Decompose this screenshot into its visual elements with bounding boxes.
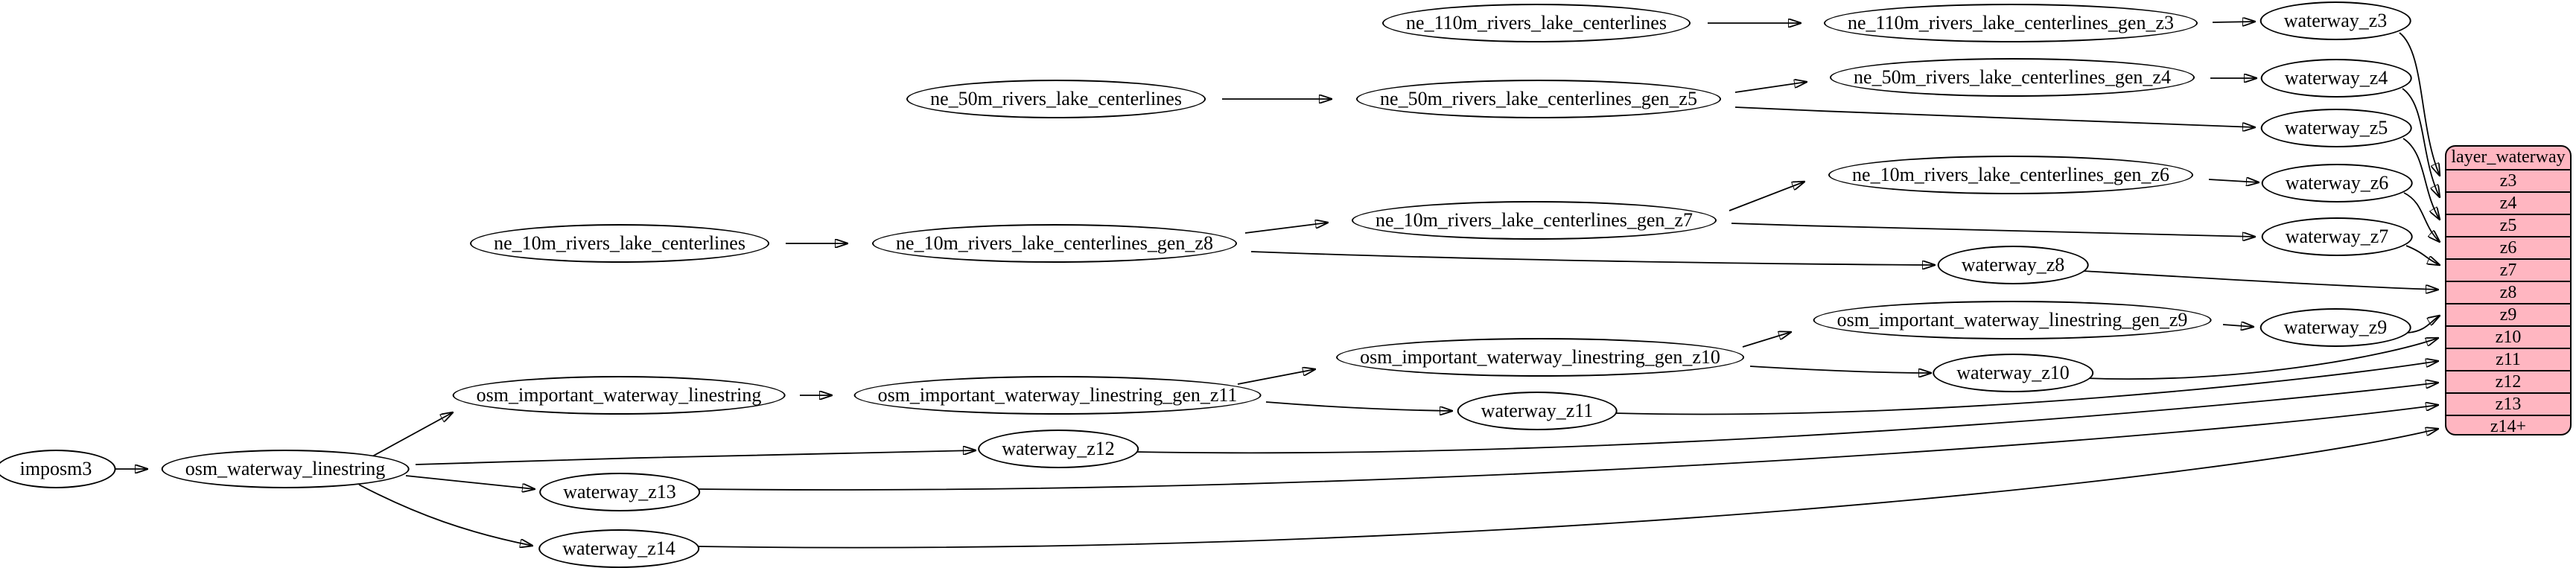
edge-waterway_z14-to-row-z14 (696, 429, 2438, 549)
table-row-z3: z3 (2446, 169, 2570, 191)
edge-waterway_z10-to-row-z10 (2084, 338, 2438, 380)
node-ne_110m_rivers_lake_centerlines_gen_z3: ne_110m_rivers_lake_centerlines_gen_z3 (1824, 4, 2198, 42)
node-ne_10m_rivers_lake_centerlines_gen_z8: ne_10m_rivers_lake_centerlines_gen_z8 (872, 224, 1237, 263)
node-osm_important_waterway_linestring_gen_z10: osm_important_waterway_linestring_gen_z1… (1336, 338, 1744, 377)
table-row-z11: z11 (2446, 348, 2570, 370)
edge-waterway_z6-to-row-z6 (2403, 192, 2440, 242)
edge-waterway_z5-to-row-z5 (2402, 138, 2440, 220)
node-waterway_z11: waterway_z11 (1457, 392, 1618, 430)
edge-waterway_z13-to-row-z13 (697, 405, 2438, 491)
table-row-z6: z6 (2446, 236, 2570, 258)
node-osm_waterway_linestring: osm_waterway_linestring (161, 450, 410, 488)
edge-waterway_z9-to-row-z9 (2407, 316, 2440, 334)
edge-gen_z11-to-gen_z10 (1237, 369, 1315, 385)
node-osm_important_waterway_linestring_gen_z9: osm_important_waterway_linestring_gen_z9 (1813, 301, 2212, 339)
node-ne_10m_rivers_lake_centerlines: ne_10m_rivers_lake_centerlines (470, 224, 769, 263)
node-waterway_z10: waterway_z10 (1933, 354, 2093, 392)
edge-gen_z10-to-waterway_z10 (1749, 366, 1931, 373)
edge-gen_z8-to-waterway_z8 (1250, 251, 1935, 265)
edge-gen_z5-to-waterway_z5 (1734, 106, 2255, 127)
table-row-z9: z9 (2446, 303, 2570, 325)
node-waterway_z6: waterway_z6 (2261, 164, 2413, 202)
edge-osm_waterway_linestring-to-waterway_z12 (415, 450, 976, 465)
table-row-z12: z12 (2446, 370, 2570, 392)
node-imposm3: imposm3 (0, 450, 116, 488)
edge-waterway_z7-to-row-z7 (2405, 245, 2440, 265)
edge-waterway_z11-to-row-z11 (1614, 361, 2438, 415)
layer-waterway-table-title: layer_waterway (2451, 147, 2566, 167)
table-row-z5: z5 (2446, 214, 2570, 236)
table-row-z13: z13 (2446, 392, 2570, 415)
edge-waterway_z8-to-row-z8 (2082, 270, 2438, 290)
edge-osm_waterway_linestring-to-waterway_z13 (405, 475, 535, 489)
table-row-z10: z10 (2446, 325, 2570, 348)
node-osm_important_waterway_linestring: osm_important_waterway_linestring (452, 376, 786, 415)
node-ne_10m_rivers_lake_centerlines_gen_z6: ne_10m_rivers_lake_centerlines_gen_z6 (1828, 156, 2193, 194)
edge-gen_z10-to-gen_z9 (1742, 332, 1791, 348)
edge-gen_z5-to-gen_z4 (1734, 82, 1807, 93)
node-waterway_z8: waterway_z8 (1937, 246, 2089, 284)
edge-gen_z7-to-waterway_z7 (1731, 223, 2255, 237)
node-waterway_z12: waterway_z12 (978, 430, 1139, 468)
edge-gen_z6-to-waterway_z6 (2208, 179, 2259, 182)
edge-waterway_z4-to-row-z4 (2402, 88, 2440, 197)
node-waterway_z13: waterway_z13 (539, 473, 700, 511)
edge-gen_z9-to-waterway_z9 (2222, 325, 2254, 327)
edge-osm_waterway_linestring-to-osm_important_waterway_linestring (372, 412, 453, 457)
table-row-z7: z7 (2446, 258, 2570, 281)
node-ne_50m_rivers_lake_centerlines_gen_z5: ne_50m_rivers_lake_centerlines_gen_z5 (1356, 80, 1721, 118)
node-ne_50m_rivers_lake_centerlines: ne_50m_rivers_lake_centerlines (906, 80, 1206, 118)
node-ne_110m_rivers_lake_centerlines: ne_110m_rivers_lake_centerlines (1382, 4, 1691, 42)
node-waterway_z7: waterway_z7 (2261, 217, 2413, 256)
edge-gen_z8-to-gen_z7 (1244, 223, 1328, 234)
node-waterway_z9: waterway_z9 (2259, 308, 2411, 347)
node-ne_50m_rivers_lake_centerlines_gen_z4: ne_50m_rivers_lake_centerlines_gen_z4 (1830, 58, 2195, 97)
node-waterway_z5: waterway_z5 (2260, 109, 2412, 147)
node-waterway_z14: waterway_z14 (538, 529, 699, 568)
edge-waterway_z3-to-row-z3 (2399, 32, 2440, 176)
node-ne_10m_rivers_lake_centerlines_gen_z7: ne_10m_rivers_lake_centerlines_gen_z7 (1352, 201, 1717, 240)
table-row-z14: z14+ (2446, 415, 2570, 434)
table-row-z4: z4 (2446, 191, 2570, 214)
node-osm_important_waterway_linestring_gen_z11: osm_important_waterway_linestring_gen_z1… (853, 376, 1262, 415)
layer-waterway-table: layer_waterway z3 z4 z5 z6 z7 z8 z9 z10 … (2445, 145, 2572, 435)
edge-waterway_z12-to-row-z12 (1133, 383, 2438, 454)
edge-gen_z7-to-gen_z6 (1729, 182, 1804, 211)
node-waterway_z4: waterway_z4 (2260, 59, 2412, 98)
node-waterway_z3: waterway_z3 (2259, 1, 2411, 40)
table-row-z8: z8 (2446, 281, 2570, 303)
edge-osm_waterway_linestring-to-waterway_z14 (358, 484, 532, 546)
edge-gen_z11-to-waterway_z11 (1265, 401, 1452, 411)
